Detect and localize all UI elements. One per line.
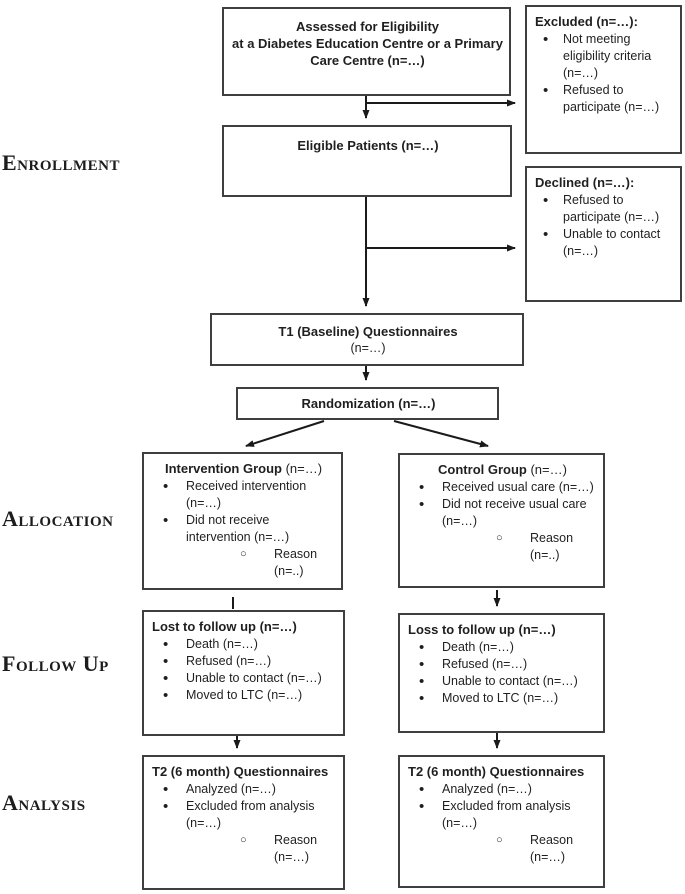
bullet-item: Moved to LTC (n=…) bbox=[152, 687, 337, 704]
stage-label-enrollment: Enrollment bbox=[2, 150, 121, 175]
box-title: T2 (6 month) Questionnaires bbox=[152, 764, 329, 779]
excluded-box: Excluded (n=…): Not meeting eligibility … bbox=[525, 5, 682, 154]
bullet-item: Received intervention (n=…) bbox=[152, 478, 335, 512]
box-title: Randomization (n=…) bbox=[301, 396, 436, 411]
bullet-item: Death (n=…) bbox=[408, 639, 597, 656]
loss-to-follow-up-box: Loss to follow up (n=…) Death (n=…) Refu… bbox=[398, 613, 605, 733]
box-title: Eligible Patients (n=…) bbox=[297, 138, 439, 153]
sub-bullet-item: Reason (n=..) bbox=[152, 546, 335, 580]
stage-label-analysis: Analysis bbox=[2, 790, 86, 815]
eligible-box: Eligible Patients (n=…) bbox=[222, 125, 512, 197]
box-title-n: (n=…) bbox=[526, 462, 567, 477]
bullet-item: Received usual care (n=…) bbox=[408, 479, 597, 496]
box-title-line2: at a Diabetes Education Centre or a Prim… bbox=[232, 36, 503, 51]
bullet-item: Refused to participate (n=…) bbox=[535, 192, 674, 226]
t2-questionnaires-left-box: T2 (6 month) Questionnaires Analyzed (n=… bbox=[142, 755, 345, 890]
box-subtitle: (n=…) bbox=[350, 341, 386, 355]
bullet-item: Refused (n=…) bbox=[152, 653, 337, 670]
randomization-box: Randomization (n=…) bbox=[236, 387, 499, 420]
stage-label-follow-up: Follow Up bbox=[2, 651, 109, 676]
box-title-n: (n=…) bbox=[281, 461, 323, 476]
intervention-group-box: Intervention Group (n=…) Received interv… bbox=[142, 452, 343, 590]
box-title-bold: Control Group bbox=[438, 462, 527, 477]
bullet-item: Unable to contact (n=…) bbox=[408, 673, 597, 690]
sub-bullet-item: Reason (n=…) bbox=[152, 832, 337, 866]
t2-questionnaires-right-box: T2 (6 month) Questionnaires Analyzed (n=… bbox=[398, 755, 605, 888]
bullet-item: Refused to participate (n=…) bbox=[535, 82, 674, 116]
stage-label-allocation: Allocation bbox=[2, 506, 114, 531]
bullet-item: Death (n=…) bbox=[152, 636, 337, 653]
box-title: Excluded (n=…): bbox=[535, 14, 638, 29]
box-title: Declined (n=…): bbox=[535, 175, 635, 190]
box-title: Intervention Group (n=…) bbox=[152, 460, 335, 477]
box-title-bold: Intervention Group bbox=[164, 461, 282, 476]
bullet-item: Unable to contact (n=…) bbox=[152, 670, 337, 687]
bullet-item: Unable to contact (n=…) bbox=[535, 226, 674, 260]
sub-bullet-item: Reason (n=…) bbox=[408, 832, 597, 866]
box-title: T1 (Baseline) Questionnaires bbox=[278, 324, 458, 339]
bullet-item: Did not receive intervention (n=…) bbox=[152, 512, 335, 546]
bullet-item: Refused (n=…) bbox=[408, 656, 597, 673]
sub-bullet-item: Reason (n=..) bbox=[408, 530, 597, 564]
control-group-box: Control Group (n=…) Received usual care … bbox=[398, 453, 605, 588]
lost-to-follow-up-box: Lost to follow up (n=…) Death (n=…) Refu… bbox=[142, 610, 345, 736]
t1-questionnaires-box: T1 (Baseline) Questionnaires (n=…) bbox=[210, 313, 524, 366]
box-title: Assessed for Eligibility bbox=[295, 19, 440, 34]
bullet-item: Did not receive usual care (n=…) bbox=[408, 496, 597, 530]
bullet-item: Excluded from analysis (n=…) bbox=[408, 798, 597, 832]
box-title-line3: Care Centre (n=…) bbox=[310, 53, 425, 68]
bullet-item: Not meeting eligibility criteria (n=…) bbox=[535, 31, 674, 82]
declined-box: Declined (n=…): Refused to participate (… bbox=[525, 166, 682, 302]
bullet-item: Moved to LTC (n=…) bbox=[408, 690, 597, 707]
box-title: T2 (6 month) Questionnaires bbox=[408, 764, 585, 779]
bullet-item: Analyzed (n=…) bbox=[408, 781, 597, 798]
box-title: Lost to follow up (n=…) bbox=[152, 619, 297, 634]
box-title: Control Group (n=…) bbox=[408, 461, 597, 478]
assessed-box: Assessed for Eligibility at a Diabetes E… bbox=[222, 7, 511, 96]
bullet-item: Excluded from analysis (n=…) bbox=[152, 798, 337, 832]
box-title: Loss to follow up (n=…) bbox=[408, 622, 556, 637]
bullet-item: Analyzed (n=…) bbox=[152, 781, 337, 798]
